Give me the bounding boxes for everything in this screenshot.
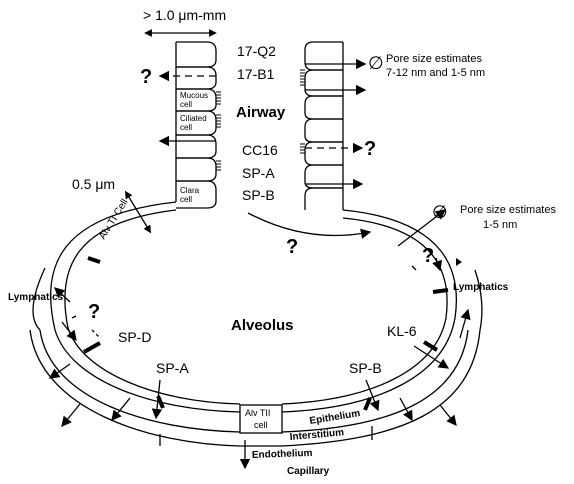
- null-symbol-lower: ∅: [432, 202, 448, 222]
- scale-label: > 1.0 μm-mm: [143, 7, 226, 23]
- clara-cell-label-1: Clara: [180, 186, 200, 195]
- marker-17-q2: 17-Q2: [237, 43, 276, 59]
- capillary-label: Capillary: [287, 466, 330, 477]
- lymphatics-right-label: Lymphatics: [453, 282, 509, 293]
- question-mark-airway-alveolus: ?: [286, 236, 298, 258]
- pore-lower-line-2: 1-5 nm: [483, 219, 517, 231]
- lymphatics-left-label: Lymphatics: [8, 292, 64, 303]
- alveolus-label: Alveolus: [231, 317, 294, 334]
- kl-6-label: KL-6: [387, 323, 417, 339]
- sp-d-label: SP-D: [118, 329, 151, 345]
- endothelium-label: Endothelium: [252, 448, 313, 461]
- null-symbol-upper: ∅: [368, 53, 384, 73]
- micron-label: 0.5 μm: [72, 176, 115, 192]
- scale-bar: > 1.0 μm-mm: [143, 7, 226, 33]
- airway-left-wall: Mucous cell Ciliated cell Clara cell: [176, 42, 221, 208]
- mucous-cell-label-1: Mucous: [180, 91, 208, 100]
- alv-tii-cell: Alv TII cell: [240, 405, 282, 433]
- marker-sp-b-airway: SP-B: [242, 187, 275, 203]
- pore-lower-line-1: Pore size estimates: [460, 204, 556, 216]
- sp-b-alveolus-label: SP-B: [349, 360, 382, 376]
- marker-cc16: CC16: [242, 142, 278, 158]
- question-mark-cc16: ?: [364, 138, 376, 160]
- question-mark-pore: ?: [422, 245, 434, 267]
- clara-cell-label-2: cell: [180, 195, 192, 204]
- pore-upper-line-1: Pore size estimates: [386, 53, 482, 65]
- alv-tii-label-2: cell: [254, 420, 268, 430]
- marker-sp-a-airway: SP-A: [242, 165, 275, 181]
- airway-left-arrows: ?: [140, 66, 216, 141]
- pore-upper-line-2: 7-12 nm and 1-5 nm: [386, 67, 485, 79]
- question-mark-spd: ?: [88, 301, 100, 323]
- airway-right-wall: [300, 42, 343, 210]
- ciliated-cell-label-2: cell: [180, 123, 192, 132]
- ciliated-cell-label-1: Ciliated: [180, 114, 207, 123]
- alv-tii-label-1: Alv TII: [245, 408, 270, 418]
- mucous-cell-label-2: cell: [180, 100, 192, 109]
- sp-a-alveolus-label: SP-A: [156, 360, 189, 376]
- airway-label: Airway: [236, 104, 286, 121]
- marker-17-b1: 17-B1: [237, 66, 275, 82]
- question-mark-airway-left: ?: [140, 66, 152, 88]
